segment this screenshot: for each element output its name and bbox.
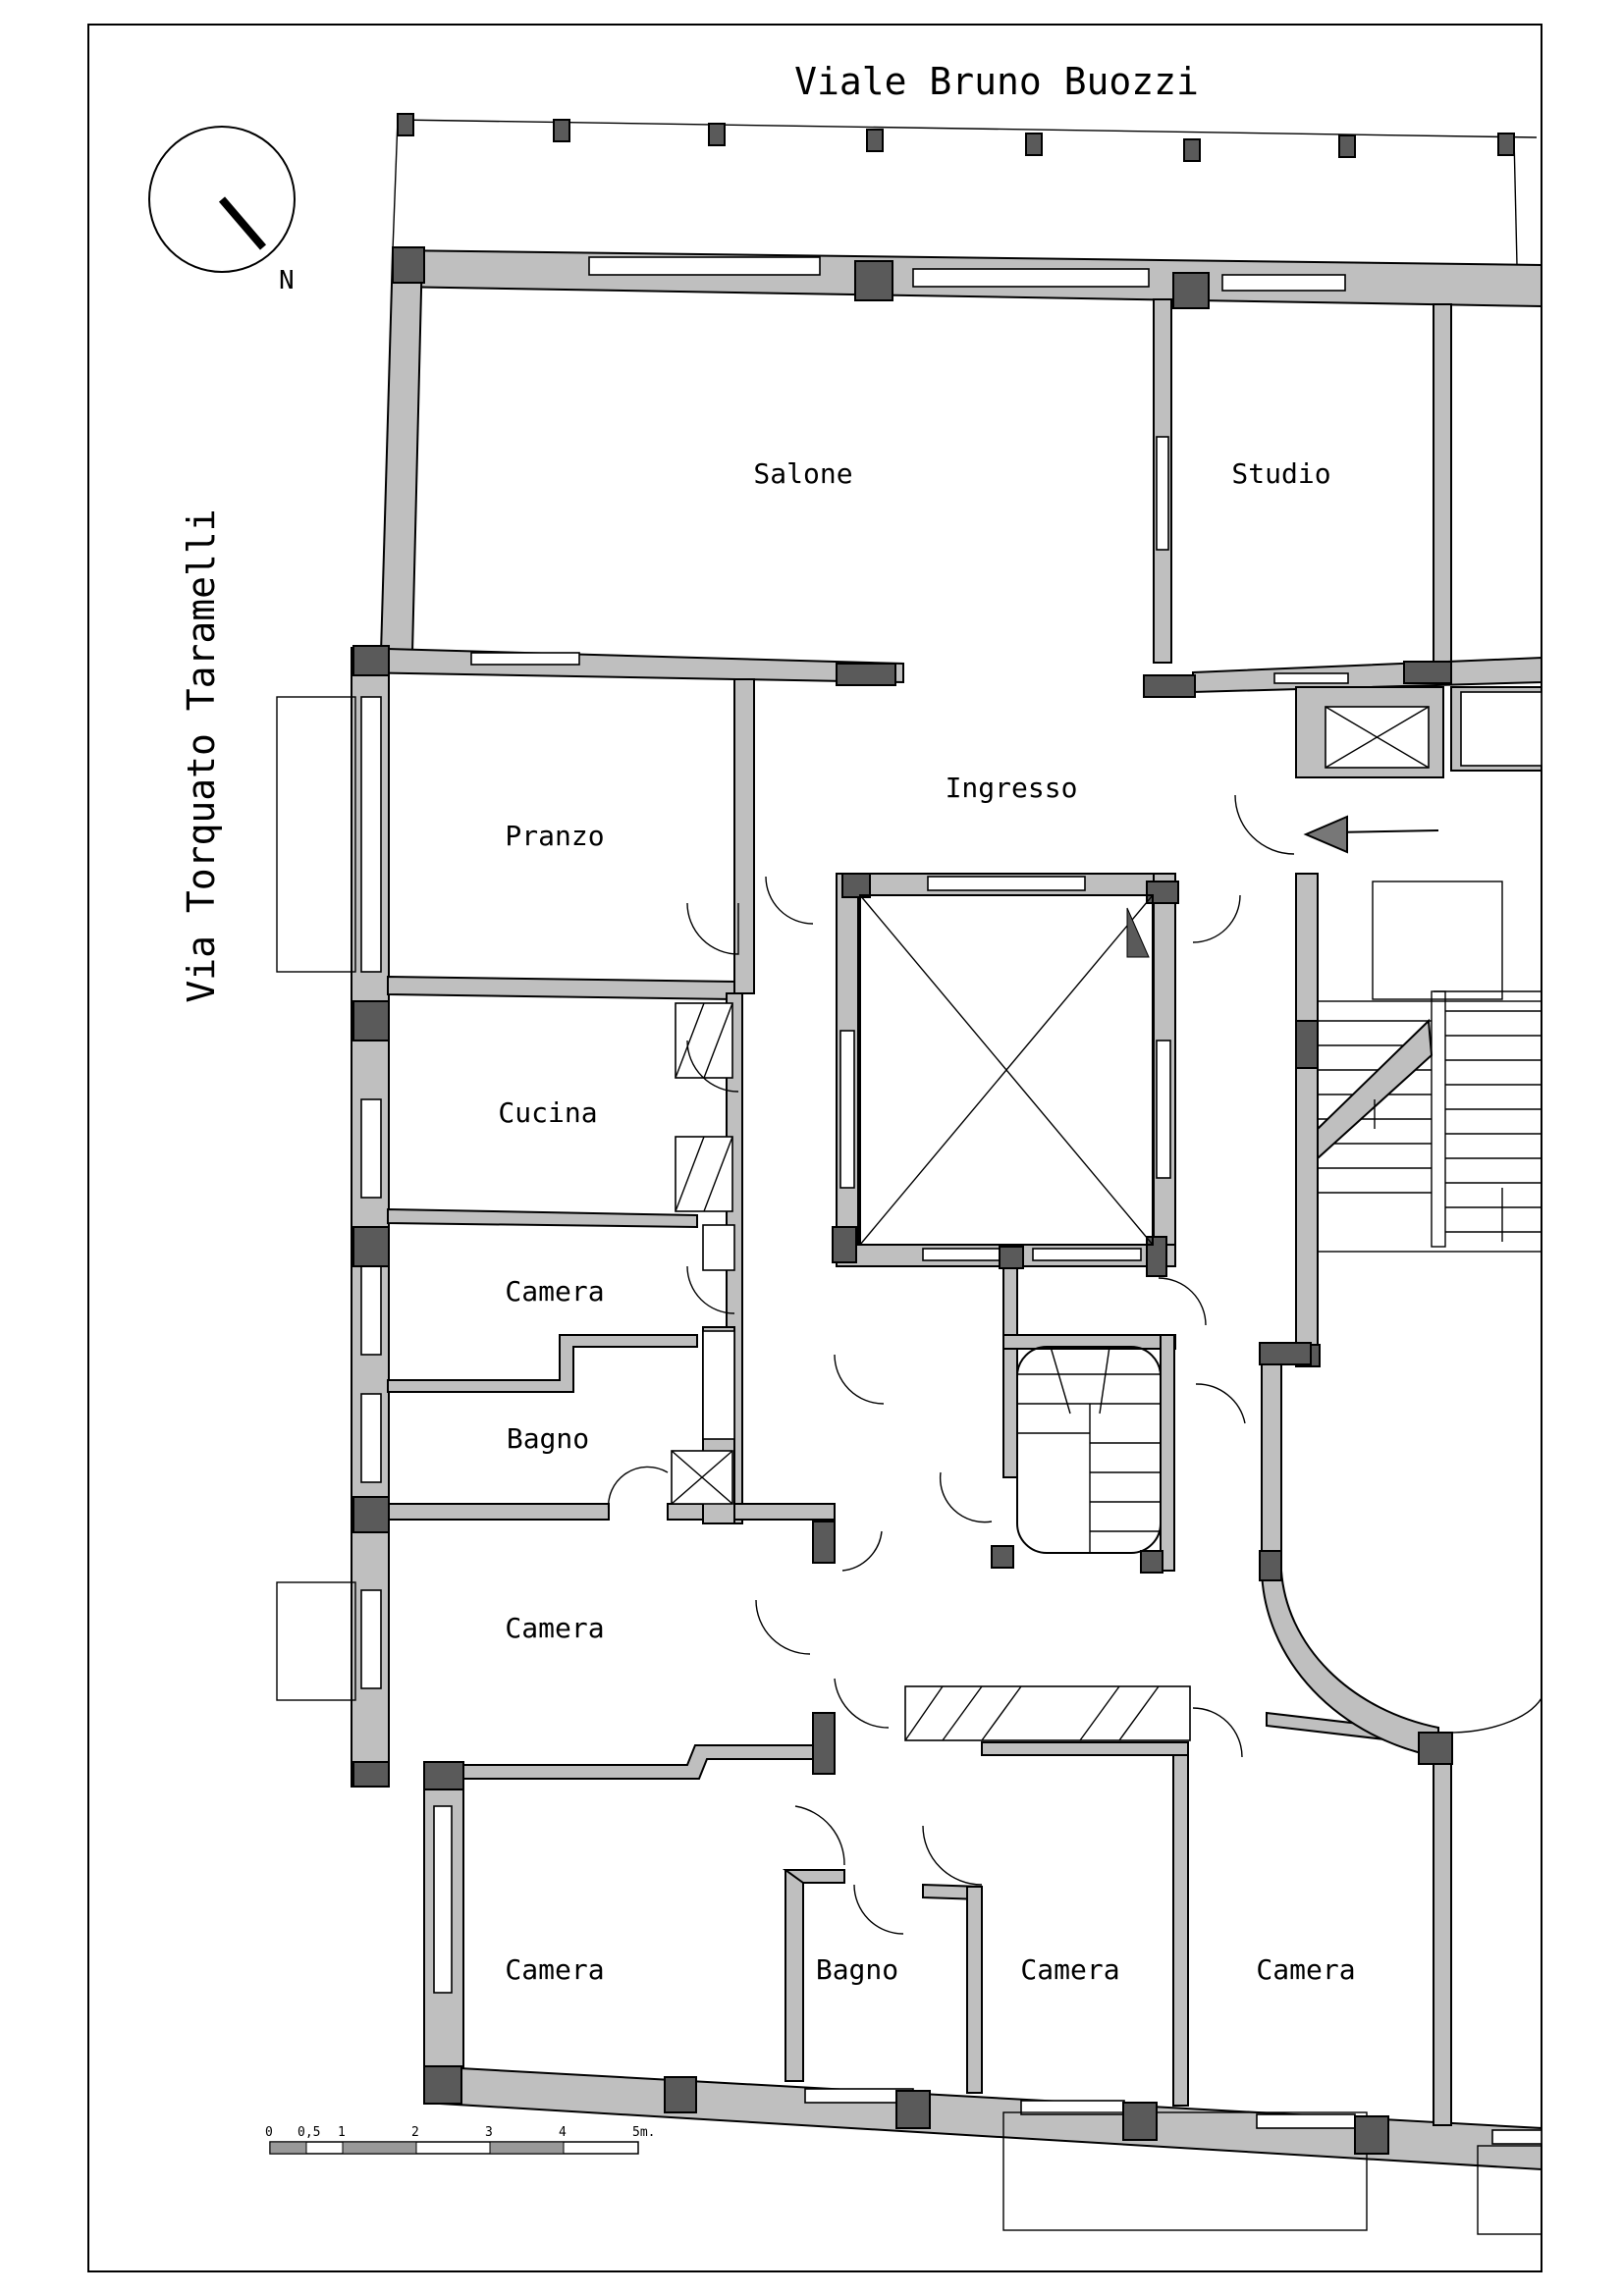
scale-bar: 0 0,5 1 2 3 4 5m. <box>265 2125 655 2155</box>
columns <box>352 246 1453 2155</box>
walls <box>276 248 1542 2235</box>
spiral-staircase <box>1016 1346 1162 1554</box>
room-label: Camera <box>505 1953 604 1986</box>
room-labels: Salone Studio Ingresso Pranzo Cucina Cam… <box>498 457 1355 1986</box>
doors <box>607 794 1295 1935</box>
street-label-north: Viale Bruno Buozzi <box>794 60 1199 103</box>
room-label: Bagno <box>816 1953 898 1986</box>
scale-tick: 2 <box>411 2125 419 2140</box>
main-staircase <box>1317 881 1542 1253</box>
room-label: Studio <box>1231 457 1330 490</box>
compass-icon: N <box>148 126 296 295</box>
scale-tick: 0 <box>265 2125 273 2140</box>
scale-tick: 5m. <box>632 2125 655 2140</box>
room-label: Salone <box>753 457 852 490</box>
room-label: Camera <box>505 1275 604 1308</box>
shaft <box>859 894 1154 1246</box>
compass-label: N <box>279 266 295 295</box>
room-label: Camera <box>505 1612 604 1644</box>
scale-tick: 0,5 <box>298 2125 320 2140</box>
room-label: Camera <box>1256 1953 1355 1986</box>
north-terrace <box>392 113 1538 266</box>
room-label: Camera <box>1020 1953 1119 1986</box>
scale-tick: 4 <box>559 2125 567 2140</box>
street-label-west: Via Torquato Taramelli <box>180 508 223 1002</box>
room-label: Cucina <box>498 1096 597 1129</box>
room-label: Ingresso <box>946 772 1078 804</box>
room-label: Pranzo <box>505 820 604 852</box>
scale-tick: 3 <box>485 2125 493 2140</box>
scale-tick: 1 <box>338 2125 346 2140</box>
entrance-arrow-icon <box>1303 815 1439 854</box>
room-label: Bagno <box>507 1422 589 1455</box>
closets <box>671 1002 1191 1741</box>
lift <box>1295 686 1542 778</box>
